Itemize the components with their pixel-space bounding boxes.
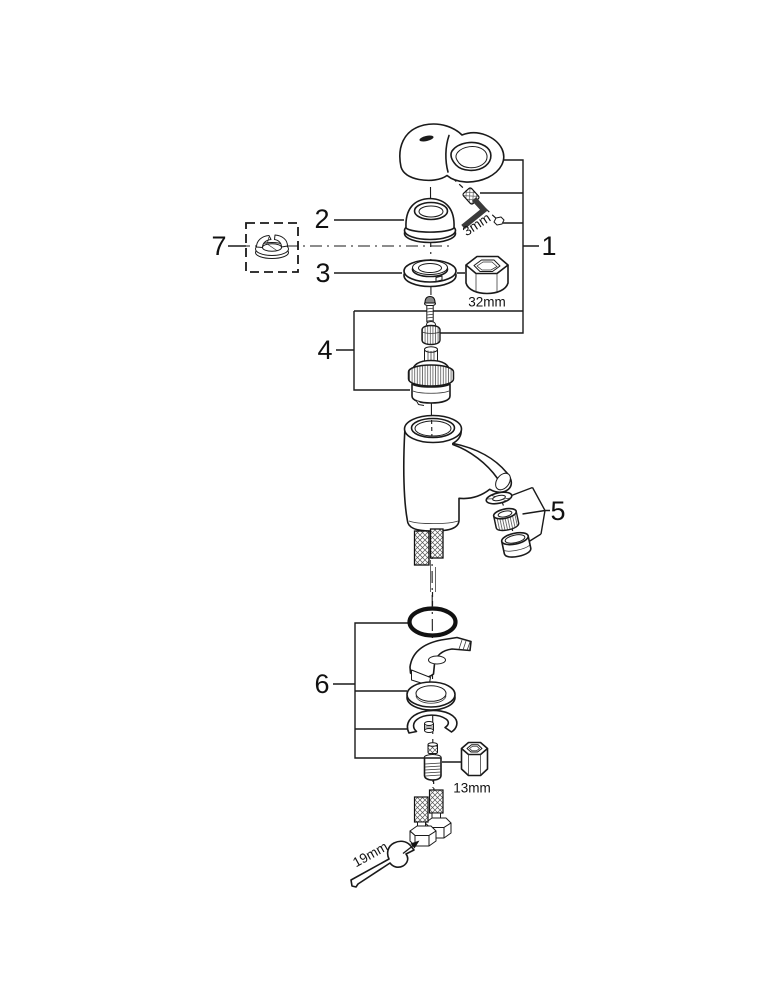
supply-hoses: [409, 789, 452, 847]
open-end-wrench-19mm: [350, 840, 420, 888]
allen-key-shape: [461, 197, 488, 230]
callout-1-bracket: [437, 159, 539, 334]
wrench-arrow-head: [410, 840, 420, 849]
socket-32-size-label: 32mm: [468, 295, 506, 310]
aerator-insert: [492, 507, 520, 532]
mounting-washer: [406, 681, 456, 711]
socket-13-size-label: 13mm: [453, 781, 491, 796]
callout-5-label: 5: [550, 496, 565, 526]
callout-leader-lines: [228, 159, 550, 763]
threaded-stud: [423, 742, 442, 781]
allen-key-3mm: [461, 197, 505, 230]
supply-hose-stubs: [413, 528, 444, 607]
temperature-indicator-mark: [419, 135, 434, 142]
callout-6-label: 6: [314, 669, 329, 699]
callout-3-label: 3: [315, 258, 330, 288]
aerator-housing: [500, 531, 532, 558]
temperature-limiter: [255, 234, 289, 259]
cartridge: [407, 346, 455, 406]
callout-2-label: 2: [314, 204, 329, 234]
o-ring: [407, 606, 458, 638]
callout-5-bracket: [511, 486, 550, 543]
socket-tool-32mm: [465, 255, 509, 295]
callout-4-label: 4: [317, 335, 332, 365]
horseshoe-clamp: [406, 709, 458, 734]
escutcheon-ring: [403, 259, 457, 288]
spout-edge-line: [452, 443, 499, 480]
aerator-washer: [485, 491, 513, 505]
callout-1-label: 1: [541, 231, 556, 261]
callout-4-bracket: [336, 310, 523, 391]
socket-tool-13mm: [460, 741, 489, 777]
callout-7-box: [245, 222, 299, 273]
cartridge-adapter: [421, 321, 441, 346]
faucet-body: [402, 414, 513, 532]
lever-handle: [399, 123, 505, 183]
callout-6-bracket: [333, 622, 425, 759]
callout-7-label: 7: [211, 231, 226, 261]
handle-cap-dome: [403, 197, 457, 244]
spout-outlet: [495, 472, 511, 491]
hex-screw: [493, 216, 505, 226]
mounting-wedge: [409, 636, 472, 686]
